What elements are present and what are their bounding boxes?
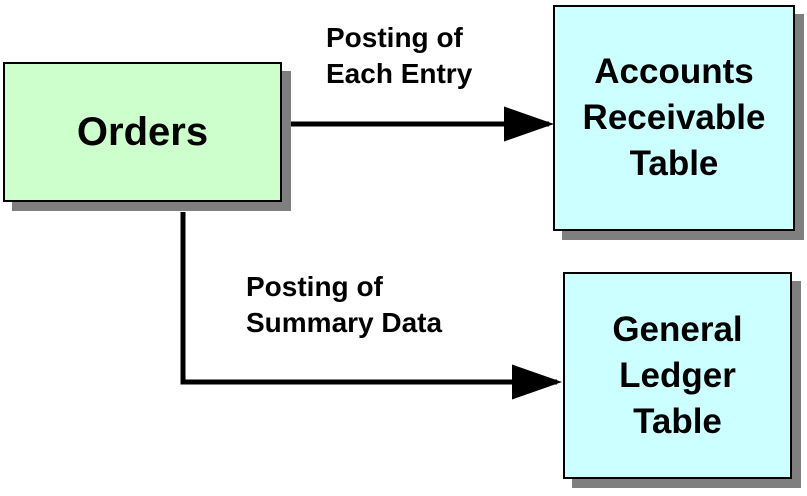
edge-label-summary-data: Posting of Summary Data (246, 269, 442, 341)
accounts-receivable-table-box: Accounts Receivable Table (553, 5, 795, 231)
gl-label-line3: Table (633, 401, 722, 441)
edge-label-each-entry-line1: Posting of (326, 22, 463, 53)
ar-label-line3: Table (629, 144, 719, 183)
edge-label-summary-data-line2: Summary Data (246, 307, 443, 338)
ar-label-line2: Receivable (582, 98, 766, 137)
edge-label-summary-data-line1: Posting of (246, 271, 383, 302)
gl-label-line1: General (612, 309, 743, 349)
edge-label-each-entry-line2: Each Entry (326, 58, 473, 89)
gl-label-line2: Ledger (619, 355, 736, 395)
orders-label: Orders (76, 109, 209, 154)
ar-label-line1: Accounts (594, 52, 754, 91)
general-ledger-table-box: General Ledger Table (563, 272, 792, 479)
edge-label-each-entry: Posting of Each Entry (326, 20, 472, 92)
orders-box: Orders (3, 62, 282, 202)
arrow-orders-to-general-ledger (180, 212, 562, 400)
